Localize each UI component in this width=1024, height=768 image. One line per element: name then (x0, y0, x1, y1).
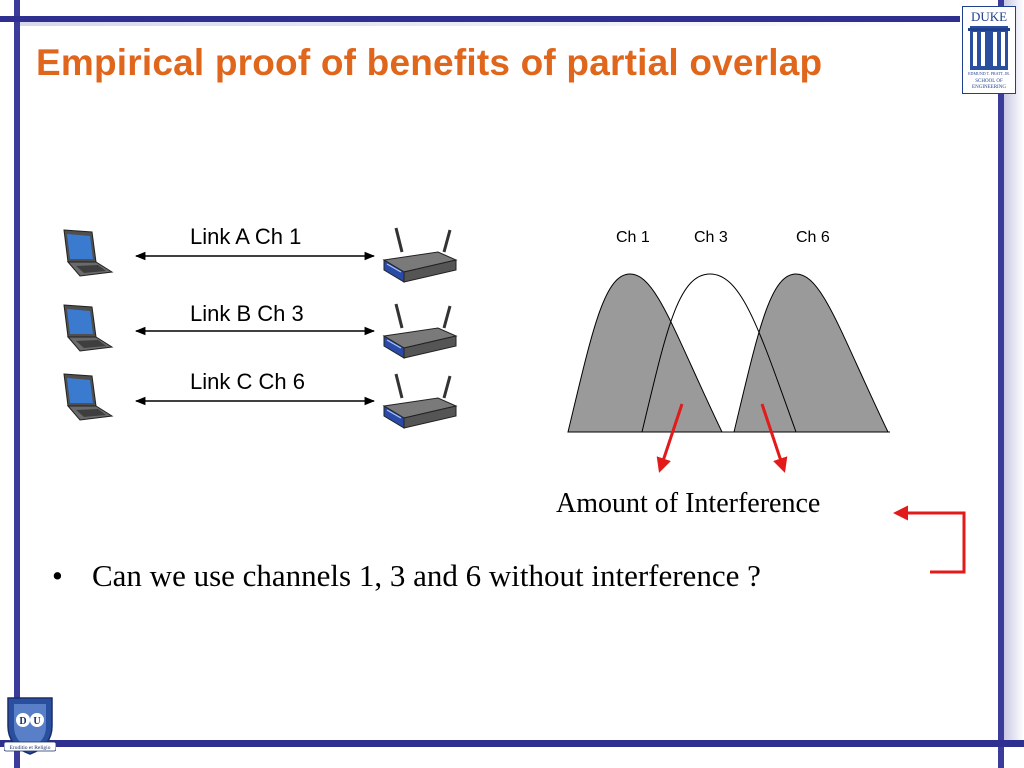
duke-engineering-logo: DUKE EDMUND T. PRATT, JR. SCHOOL OF ENGI… (962, 6, 1016, 94)
duke-logo-line-3: SCHOOL OF (975, 79, 1003, 84)
router-c-icon (382, 373, 458, 429)
slide-title: Empirical proof of benefits of partial o… (36, 42, 823, 83)
frame-bottom-bar (0, 740, 1024, 747)
duke-logo-wordmark: DUKE (971, 9, 1007, 24)
laptop-a-icon (63, 229, 114, 277)
question-bracket-arrow (893, 505, 966, 574)
frame-top-gradient (20, 22, 960, 26)
laptop-c-icon (63, 373, 114, 421)
channel-6-curve (733, 273, 889, 433)
duke-logo-line-4: ENGINEERING (972, 85, 1006, 90)
router-b-icon (382, 303, 458, 359)
crest-letter-d: D (19, 716, 26, 727)
link-c-label: Link C Ch 6 (190, 369, 305, 394)
link-b-label: Link B Ch 3 (190, 301, 304, 326)
interference-label: Amount of Interference (556, 488, 821, 519)
duke-logo-line-2: EDMUND T. PRATT, JR. (968, 71, 1010, 77)
channel-3-curve (641, 273, 797, 433)
interference-arrow-left (656, 403, 684, 473)
frame-left-bar (14, 0, 20, 768)
frame-right-bar (998, 0, 1004, 768)
channel-6-label: Ch 6 (796, 229, 830, 246)
crest-letter-u: U (33, 716, 40, 727)
link-a-label: Link A Ch 1 (190, 224, 302, 249)
channel-3-label: Ch 3 (694, 229, 728, 246)
frame-top-bar (0, 16, 960, 22)
duke-crest-logo: D U Eruditio et Religio (4, 697, 56, 755)
channel-1-label: Ch 1 (616, 229, 650, 246)
interference-arrow-right (760, 403, 788, 473)
crest-motto: Eruditio et Religio (10, 745, 51, 751)
laptop-b-icon (63, 304, 114, 352)
frame-right-gradient (1004, 0, 1024, 740)
bullet-marker: • (52, 558, 63, 593)
bullet-text: Can we use channels 1, 3 and 6 without i… (92, 558, 761, 593)
router-a-icon (382, 227, 458, 283)
spectrum-diagram (567, 273, 890, 433)
bullet-item: • Can we use channels 1, 3 and 6 without … (52, 558, 761, 594)
chapel-icon (968, 26, 1010, 70)
channel-1-curve (567, 273, 723, 433)
